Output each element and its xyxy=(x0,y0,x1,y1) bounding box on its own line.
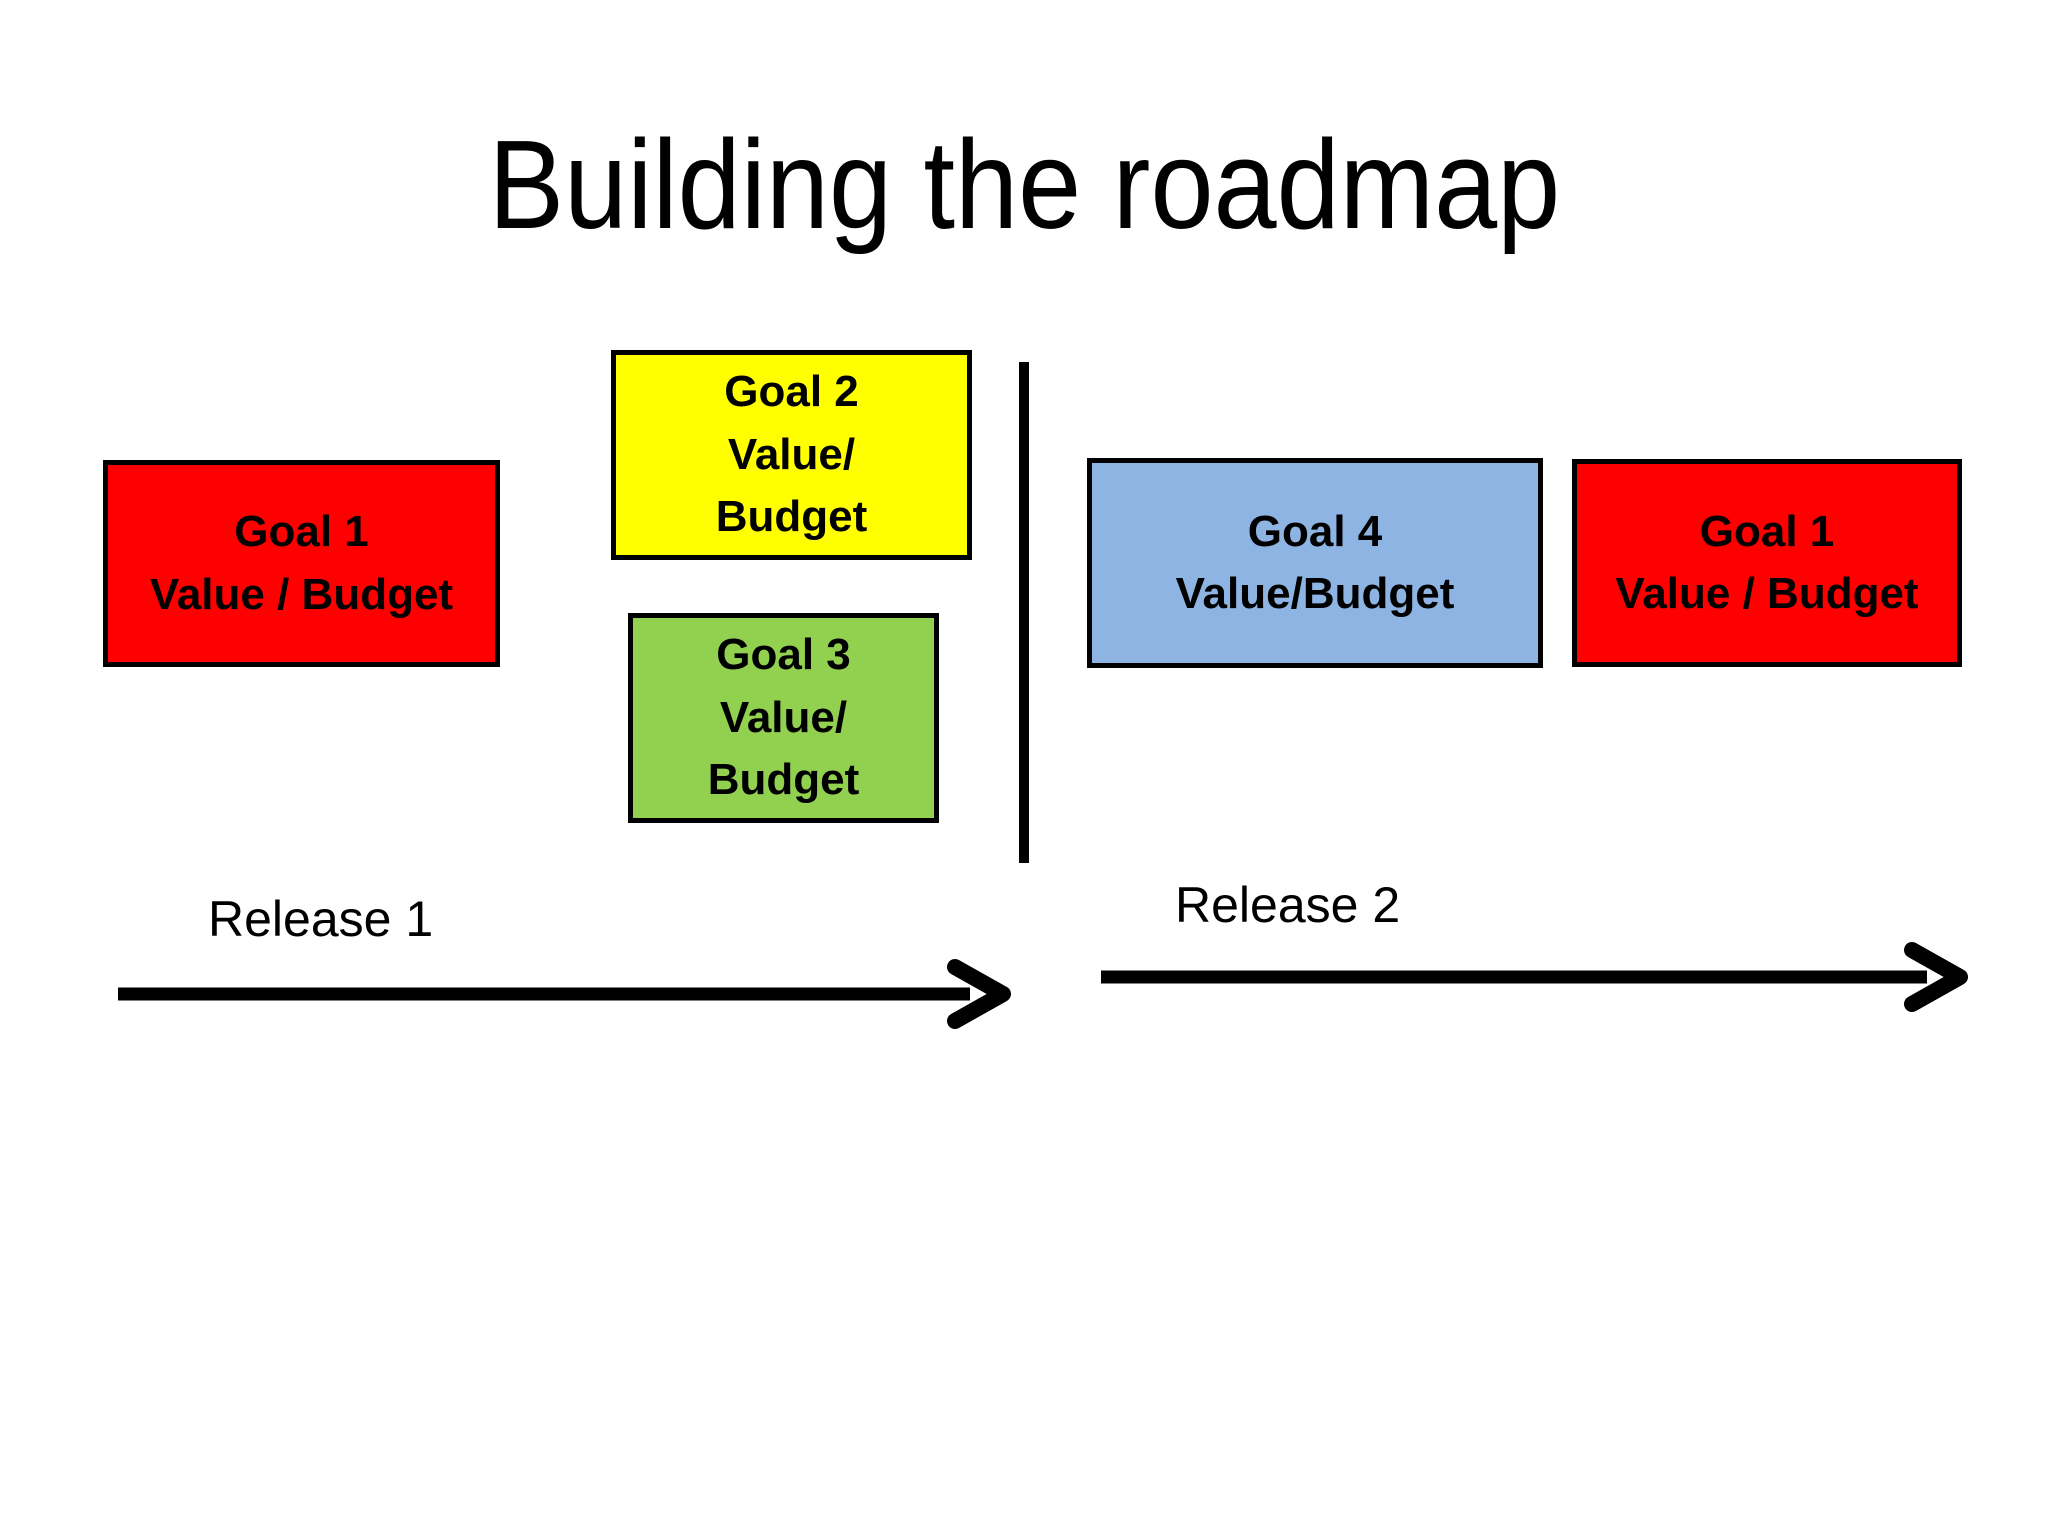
goal-box-goal-1-release-2: Goal 1 Value / Budget xyxy=(1572,459,1962,667)
slide-title: Building the roadmap xyxy=(0,112,2048,257)
slide-title-text: Building the roadmap xyxy=(488,114,1560,255)
goal-value-budget: Value/Budget xyxy=(1175,569,1455,618)
goal-box-goal-1-release-1: Goal 1 Value / Budget xyxy=(103,460,500,667)
release-2-arrow-head-icon xyxy=(1904,942,1968,1012)
goal-name: Goal 1 xyxy=(234,507,369,557)
goal-budget: Budget xyxy=(715,492,868,542)
release-divider-line xyxy=(1019,362,1029,863)
goal-name: Goal 3 xyxy=(716,630,851,680)
goal-box-goal-2: Goal 2 Value/ Budget xyxy=(611,350,972,560)
goal-box-goal-3: Goal 3 Value/ Budget xyxy=(628,613,939,823)
goal-box-goal-4: Goal 4 Value/Budget xyxy=(1087,458,1543,668)
goal-name: Goal 4 xyxy=(1247,506,1383,556)
goal-name: Goal 2 xyxy=(724,367,859,417)
goal-budget: Budget xyxy=(707,755,860,805)
goal-value: Value/ xyxy=(719,692,848,742)
release-1-arrow xyxy=(118,959,1011,1029)
goal-value: Value/ xyxy=(727,429,856,479)
goal-value-budget: Value / Budget xyxy=(149,569,454,619)
goal-value-budget: Value / Budget xyxy=(1615,569,1919,618)
goal-name: Goal 1 xyxy=(1699,506,1835,556)
release-1-arrow-head-icon xyxy=(947,959,1011,1029)
release-2-label: Release 2 xyxy=(1175,877,1401,933)
release-1-label: Release 1 xyxy=(208,891,434,947)
release-2-arrow xyxy=(1101,942,1968,1012)
